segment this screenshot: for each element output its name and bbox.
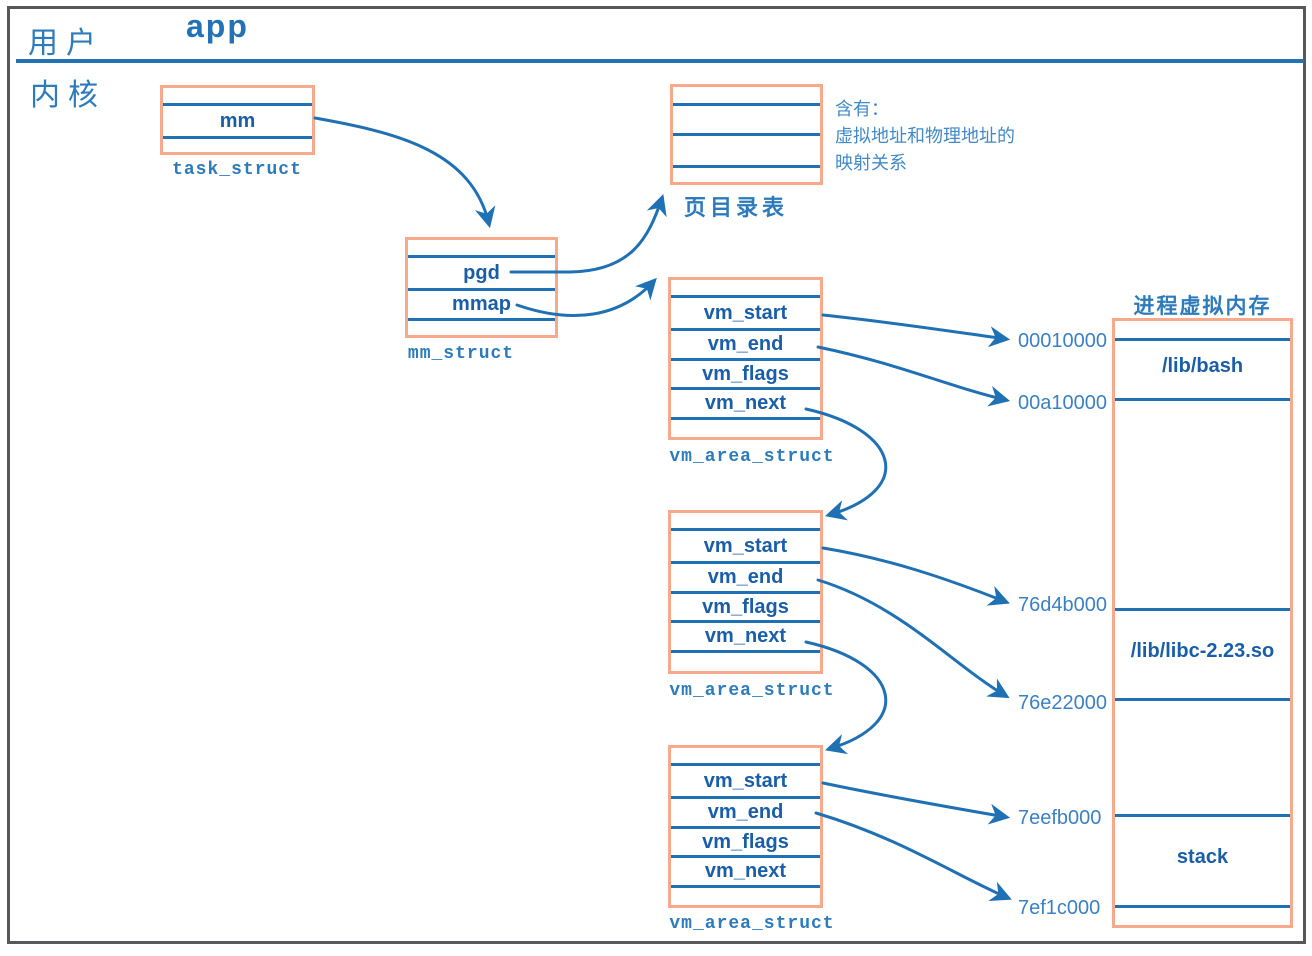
page-table-row-empty [673, 103, 820, 133]
address-00010000: 00010000 [1018, 330, 1107, 352]
vma3-field-vm-end: vm_end [671, 796, 820, 826]
vma2-row-empty-bottom [671, 650, 820, 671]
mm-struct-row-empty-top [408, 240, 555, 255]
memory-region-libc: /lib/libc-2.23.so [1130, 640, 1275, 662]
page-table-note-line1: 含有： [835, 99, 889, 119]
vma3-row-empty-bottom [671, 885, 820, 905]
page-table-box [670, 84, 823, 185]
kernel-space-label: 内核 [30, 79, 106, 112]
process-virtual-memory-box: /lib/bash /lib/libc-2.23.so stack [1112, 318, 1293, 928]
vm-area-struct-box-1: vm_start vm_end vm_flags vm_next [668, 277, 823, 440]
mm-struct-field-pgd: pgd [408, 255, 555, 288]
task-struct-field-mm: mm [163, 103, 312, 136]
task-struct-box: mm [160, 85, 315, 155]
vma2-field-vm-end: vm_end [671, 561, 820, 591]
user-kernel-divider [16, 59, 1304, 63]
mm-struct-label: mm_struct [407, 344, 515, 364]
address-7ef1c000: 7ef1c000 [1018, 897, 1101, 919]
address-00a10000: 00a10000 [1018, 392, 1107, 414]
vma3-field-vm-flags: vm_flags [671, 826, 820, 855]
memory-boundary-line [1115, 814, 1290, 817]
address-7eefb000: 7eefb000 [1018, 807, 1102, 829]
address-76e22000: 76e22000 [1018, 692, 1107, 714]
vma3-field-vm-start: vm_start [671, 763, 820, 796]
vma1-row-empty-top [671, 280, 820, 295]
memory-boundary-line [1115, 398, 1290, 401]
page-table-note-line2: 虚拟地址和物理地址的 [835, 126, 1015, 146]
process-virtual-memory-title: 进程虚拟内存 [1133, 295, 1272, 318]
vma3-field-vm-next: vm_next [671, 855, 820, 885]
user-space-label: 用户 [28, 27, 104, 60]
diagram-frame [7, 6, 1306, 944]
mm-struct-box: pgd mmap [405, 237, 558, 338]
vma2-field-vm-flags: vm_flags [671, 591, 820, 620]
mm-struct-field-mmap: mmap [408, 288, 555, 318]
page-table-row-empty [673, 165, 820, 182]
memory-boundary-line [1115, 905, 1290, 908]
page-table-row-empty [673, 87, 820, 103]
vm-area-struct-box-3: vm_start vm_end vm_flags vm_next [668, 745, 823, 908]
vma3-row-empty-top [671, 748, 820, 763]
memory-boundary-line [1115, 608, 1290, 611]
page-table-label: 页目录表 [684, 195, 789, 220]
memory-boundary-line [1115, 338, 1290, 341]
vm-area-struct-label-1: vm_area_struct [669, 447, 835, 467]
vm-area-struct-label-2: vm_area_struct [669, 681, 835, 701]
address-76d4b000: 76d4b000 [1018, 594, 1107, 616]
page-table-note-line3: 映射关系 [835, 153, 907, 173]
vm-area-struct-label-3: vm_area_struct [669, 914, 835, 934]
page-table-note: 含有： 虚拟地址和物理地址的 映射关系 [835, 96, 1015, 177]
vma1-field-vm-start: vm_start [671, 295, 820, 328]
vm-area-struct-box-2: vm_start vm_end vm_flags vm_next [668, 510, 823, 674]
memory-region-stack: stack [1176, 846, 1229, 868]
vma1-row-empty-bottom [671, 417, 820, 437]
vma2-row-empty-top [671, 513, 820, 528]
task-struct-label: task_struct [172, 160, 302, 180]
vma2-field-vm-start: vm_start [671, 528, 820, 561]
app-title: app [186, 8, 249, 44]
memory-region-bash: /lib/bash [1161, 355, 1244, 377]
task-struct-row-empty-top [163, 88, 312, 103]
mm-struct-row-empty-bottom [408, 318, 555, 335]
page-table-row-empty [673, 133, 820, 165]
task-struct-row-empty-bottom [163, 136, 312, 152]
vma1-field-vm-flags: vm_flags [671, 358, 820, 387]
vma1-field-vm-next: vm_next [671, 387, 820, 417]
vma1-field-vm-end: vm_end [671, 328, 820, 358]
vma2-field-vm-next: vm_next [671, 620, 820, 650]
memory-boundary-line [1115, 698, 1290, 701]
